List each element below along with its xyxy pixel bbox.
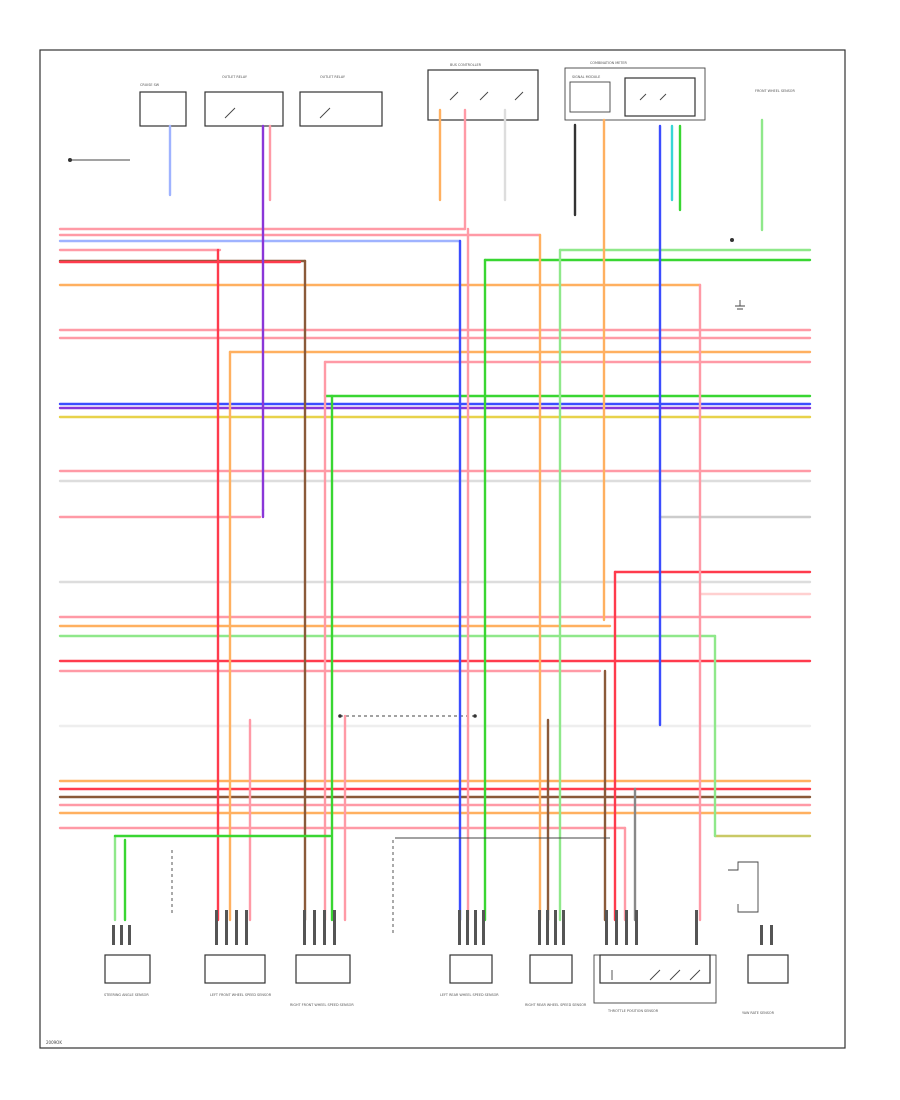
cruise-switch-box bbox=[139, 91, 187, 127]
left-rear-wss-box bbox=[449, 954, 493, 984]
combination-meter-inner bbox=[624, 77, 696, 117]
outlet-relay-2-box bbox=[299, 91, 383, 127]
horizontal-wires bbox=[58, 227, 812, 838]
bus-controller-label: BUS CONTROLLER bbox=[450, 63, 482, 67]
throttle-sensor-label: THROTTLE POSITION SENSOR bbox=[607, 1009, 659, 1013]
left-front-wss-box bbox=[204, 954, 266, 984]
outlet-relay-1-label: OUTLET RELAY bbox=[222, 75, 248, 79]
front-wheel-sensor-label: FRONT WHEEL SENSOR bbox=[755, 89, 795, 93]
throttle-sensor-box bbox=[599, 954, 711, 984]
steering-angle-sensor-box bbox=[104, 954, 151, 984]
yaw-rate-sensor-box bbox=[747, 954, 789, 984]
ground-symbols bbox=[68, 158, 745, 310]
top-components: CRUISE SW OUTLET RELAY OUTLET RELAY BUS … bbox=[139, 61, 795, 127]
yaw-rate-sensor-label: YAW RATE SENSOR bbox=[742, 1011, 775, 1015]
right-rear-wss-label: RIGHT REAR WHEEL SPEED SENSOR bbox=[525, 1003, 587, 1007]
right-rear-wss-box bbox=[529, 954, 573, 984]
bottom-modules: STEERING ANGLE SENSOR LEFT FRONT WHEEL S… bbox=[104, 910, 789, 1015]
combination-meter-label: COMBINATION METER bbox=[590, 61, 628, 65]
vertical-wires bbox=[113, 108, 764, 935]
signal-module-label: SIGNAL MODULE bbox=[572, 75, 600, 79]
outlet-relay-2-label: OUTLET RELAY bbox=[320, 75, 346, 79]
cruise-switch-label: CRUISE SW bbox=[140, 83, 160, 87]
steering-angle-sensor-label: STEERING ANGLE SENSOR bbox=[104, 993, 149, 997]
signal-module-box bbox=[569, 81, 611, 113]
combination-meter-box bbox=[564, 67, 706, 121]
diagram-border bbox=[39, 49, 846, 1049]
left-front-wss-label: LEFT FRONT WHEEL SPEED SENSOR bbox=[210, 993, 272, 997]
right-front-wss-label: RIGHT FRONT WHEEL SPEED SENSOR bbox=[290, 1003, 354, 1007]
right-front-wss-box bbox=[295, 954, 351, 984]
outlet-relay-1-box bbox=[204, 91, 284, 127]
diagram-code: 2009OK bbox=[46, 1040, 62, 1045]
left-rear-wss-label: LEFT REAR WHEEL SPEED SENSOR bbox=[440, 993, 499, 997]
bus-controller-box bbox=[427, 69, 539, 121]
